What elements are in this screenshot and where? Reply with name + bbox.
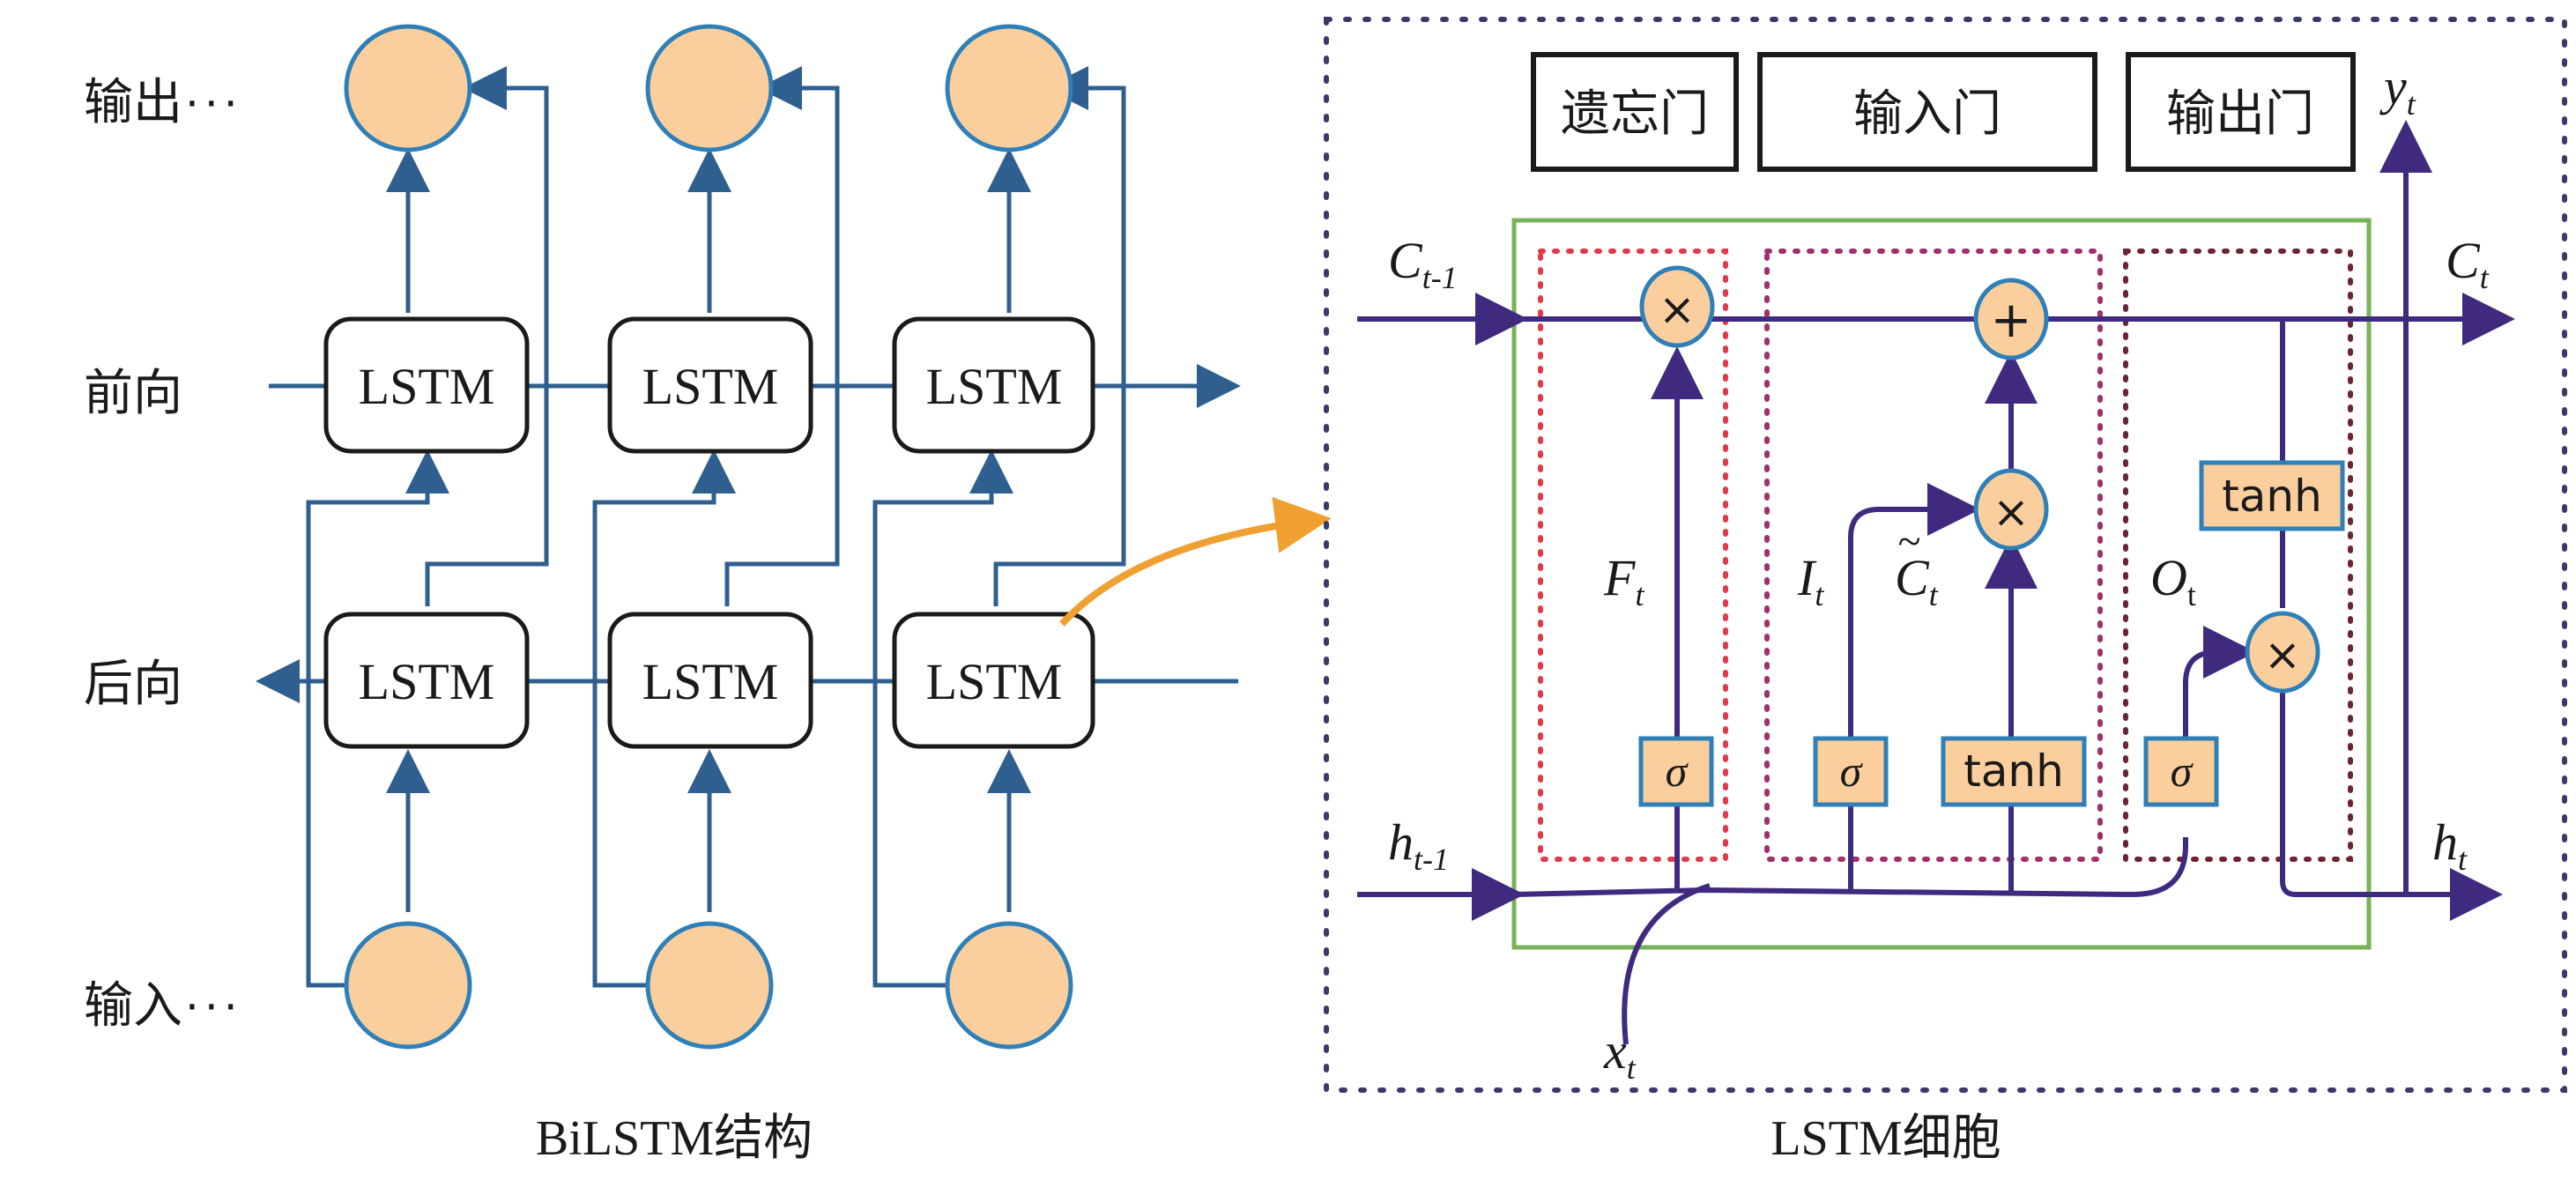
row-label-output: 输出: [84, 74, 182, 131]
row-label-input: 输入: [84, 977, 182, 1035]
lstm-label: LSTM: [359, 358, 495, 415]
output-node: [344, 24, 472, 152]
input-node: [645, 921, 774, 1050]
output-sigma-box: σ: [2143, 736, 2219, 807]
output-node: [645, 24, 774, 152]
c-tilde-label: Ct: [1895, 549, 1939, 612]
input-node: [945, 921, 1073, 1050]
forget-sigma-box: σ: [1638, 736, 1714, 807]
input-gate-title-box: [1757, 52, 2097, 172]
lstm-label: LSTM: [642, 653, 779, 710]
input-node: [344, 921, 472, 1050]
cell-tanh-box: tanh: [2199, 460, 2345, 531]
bilstm-panel: 输出 ··· 前向 后向 输入 ···: [84, 24, 1332, 1166]
c-t-label: Ct: [2446, 232, 2490, 295]
c-tilde-mark: ~: [1897, 518, 1920, 565]
input-ellipsis: ···: [185, 982, 243, 1033]
lstm-label: LSTM: [926, 358, 1063, 415]
forget-gate-title: 遗忘门: [1561, 85, 1709, 143]
forget-gate-title-box: [1531, 52, 1739, 172]
input-multiply-node: ×: [1973, 468, 2049, 551]
input-nodes: [344, 921, 1073, 1050]
row-label-forward: 前向: [84, 365, 182, 422]
output-ellipsis: ···: [185, 78, 243, 130]
h-prev-label: ht-1: [1388, 813, 1449, 877]
i-t-label: It: [1797, 549, 1824, 612]
c-prev-label: Ct-1: [1388, 232, 1458, 295]
f-t-label: Ft: [1603, 549, 1644, 612]
cell-frame: [1324, 17, 2567, 1093]
o-t-label: Ot: [2150, 549, 2196, 612]
output-gate-region: [2123, 249, 2353, 862]
tanh-label: tanh: [2222, 471, 2322, 522]
y-t-label: yt: [2379, 58, 2416, 122]
input-sigma-box: σ: [1813, 736, 1889, 807]
lstm-label: LSTM: [359, 653, 495, 710]
input-gate-title: 输入门: [1853, 85, 2001, 143]
sigma-symbol: σ: [1666, 746, 1689, 796]
output-gate-title: 输出门: [2166, 85, 2314, 143]
row-label-backward: 后向: [84, 656, 182, 713]
tanh-label: tanh: [1964, 746, 2064, 797]
backward-lstm-box: [323, 612, 530, 749]
column-links: [306, 66, 1126, 988]
forward-lstm-box: [607, 316, 813, 454]
output-gate-title-box: [2126, 52, 2356, 172]
multiply-symbol: ×: [1993, 486, 2030, 538]
candidate-tanh-box: tanh: [1941, 736, 2087, 807]
cell-boundary: [1511, 218, 2372, 950]
multiply-symbol: ×: [1659, 284, 1696, 335]
backward-lstm-box: [607, 612, 813, 749]
forget-gate-region: [1538, 249, 1728, 862]
output-nodes: [344, 24, 1073, 152]
forward-lstm-row: LSTM LSTM LSTM: [323, 316, 1095, 454]
sigma-symbol: σ: [2171, 746, 2194, 796]
backward-lstm-row: LSTM LSTM LSTM: [323, 612, 1095, 749]
output-multiply-node: ×: [2245, 611, 2320, 694]
backward-lstm-box: [892, 612, 1095, 749]
lstm-label: LSTM: [642, 358, 779, 415]
cell-add-node: +: [1973, 278, 2049, 360]
input-gate-region: [1764, 249, 2103, 862]
lstm-cell-panel: 遗忘门 输入门 输出门: [1324, 17, 2567, 1166]
lstm-label: LSTM: [926, 653, 1063, 710]
add-symbol: +: [1991, 292, 2032, 349]
zoom-callout-arrow: [1059, 497, 1332, 627]
forget-multiply-node: ×: [1639, 265, 1715, 348]
output-node: [945, 24, 1073, 152]
h-t-label: ht: [2432, 813, 2468, 877]
x-t-label: xt: [1603, 1022, 1637, 1086]
multiply-symbol: ×: [2264, 629, 2301, 680]
forward-lstm-box: [323, 316, 530, 454]
sigma-symbol: σ: [1840, 746, 1864, 796]
forward-lstm-box: [892, 316, 1095, 454]
lstm-cell-caption: LSTM细胞: [1771, 1111, 2001, 1166]
bilstm-caption: BiLSTM结构: [536, 1111, 813, 1166]
